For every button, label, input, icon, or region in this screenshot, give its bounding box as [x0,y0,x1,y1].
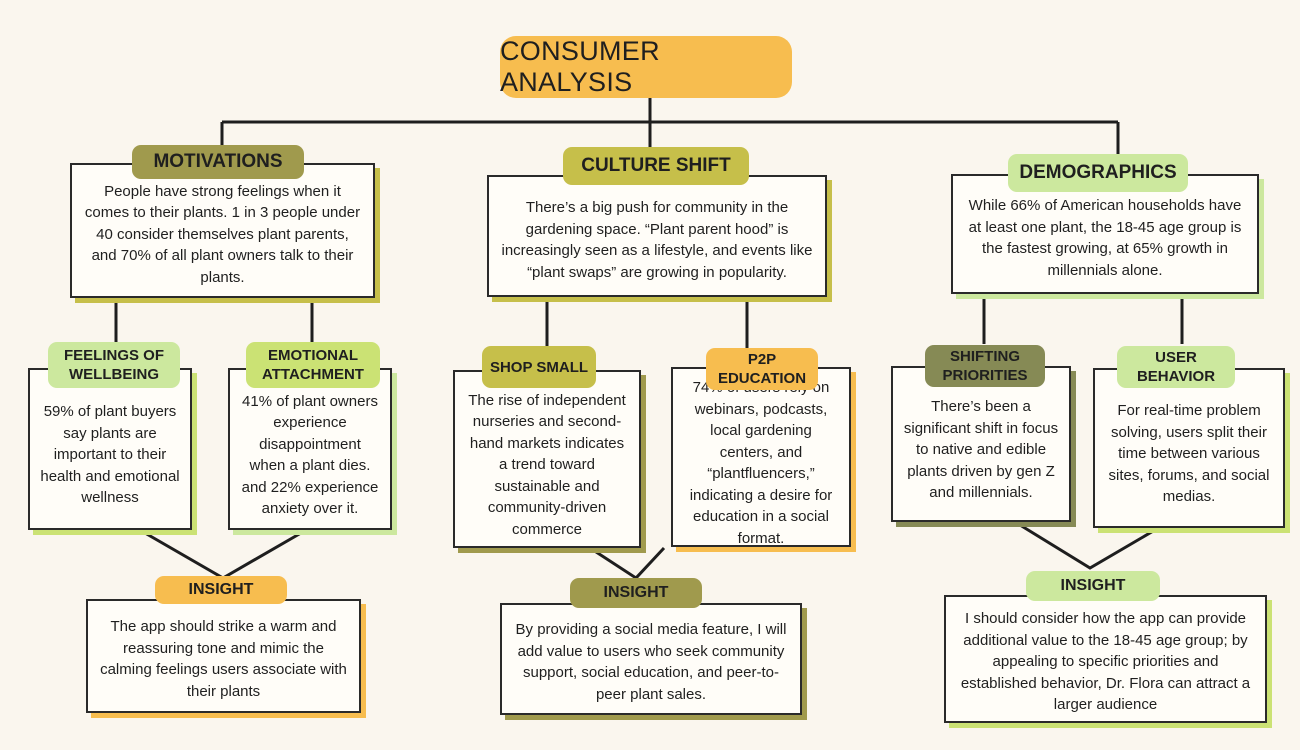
demographics-text: While 66% of American households have at… [968,197,1242,279]
motivations-box: People have strong feelings when it come… [70,163,375,298]
insight-2-heading: INSIGHT [570,578,702,608]
culture-shift-text: There’s a big push for community in the … [501,199,813,281]
connector-insight-3 [1019,523,1156,570]
wellbeing-box: 59% of plant buyers say plants are impor… [28,368,192,530]
insight-3-text: I should consider how the app can provid… [960,610,1251,714]
motivations-heading: MOTIVATIONS [132,145,304,179]
behavior-box: For real-time problem solving, users spl… [1093,368,1285,528]
demographics-heading: DEMOGRAPHICS [1008,154,1188,192]
behavior-text: For real-time problem solving, users spl… [1108,402,1270,506]
attachment-box: 41% of plant owners experience disappoin… [228,368,392,530]
wellbeing-text: 59% of plant buyers say plants are impor… [40,403,180,507]
insight-3-box: I should consider how the app can provid… [944,595,1267,723]
p2p-box: 74% of users rely on webinars, podcasts,… [671,367,851,547]
insight-2-box: By providing a social media feature, I w… [500,603,802,715]
priorities-text: There’s been a significant shift in focu… [903,398,1059,502]
priorities-box: There’s been a significant shift in focu… [891,366,1071,522]
priorities-heading: SHIFTING PRIORITIES [925,345,1045,387]
connector-insight-1 [144,531,302,580]
wellbeing-heading: FEELINGS OF WELLBEING [48,342,180,388]
shop-small-box: The rise of independent nurseries and se… [453,370,641,548]
insight-1-text: The app should strike a warm and reassur… [100,618,347,700]
culture-shift-box: There’s a big push for community in the … [487,175,827,297]
attachment-heading: EMOTIONAL ATTACHMENT [246,342,380,388]
shop-small-heading: SHOP SMALL [482,346,596,388]
insight-2-text: By providing a social media feature, I w… [515,621,787,703]
p2p-heading: P2P EDUCATION [706,348,818,390]
demographics-box: While 66% of American households have at… [951,174,1259,294]
p2p-text: 74% of users rely on webinars, podcasts,… [689,379,833,547]
shop-small-text: The rise of independent nurseries and se… [468,391,626,538]
insight-3-heading: INSIGHT [1026,571,1160,601]
insight-1-heading: INSIGHT [155,576,287,604]
connector-insight-2 [589,546,666,580]
page-title: CONSUMER ANALYSIS [500,36,792,98]
behavior-heading: USER BEHAVIOR [1117,346,1235,388]
culture-shift-heading: CULTURE SHIFT [563,147,749,185]
motivations-text: People have strong feelings when it come… [84,182,361,286]
insight-1-box: The app should strike a warm and reassur… [86,599,361,713]
attachment-text: 41% of plant owners experience disappoin… [241,392,379,518]
